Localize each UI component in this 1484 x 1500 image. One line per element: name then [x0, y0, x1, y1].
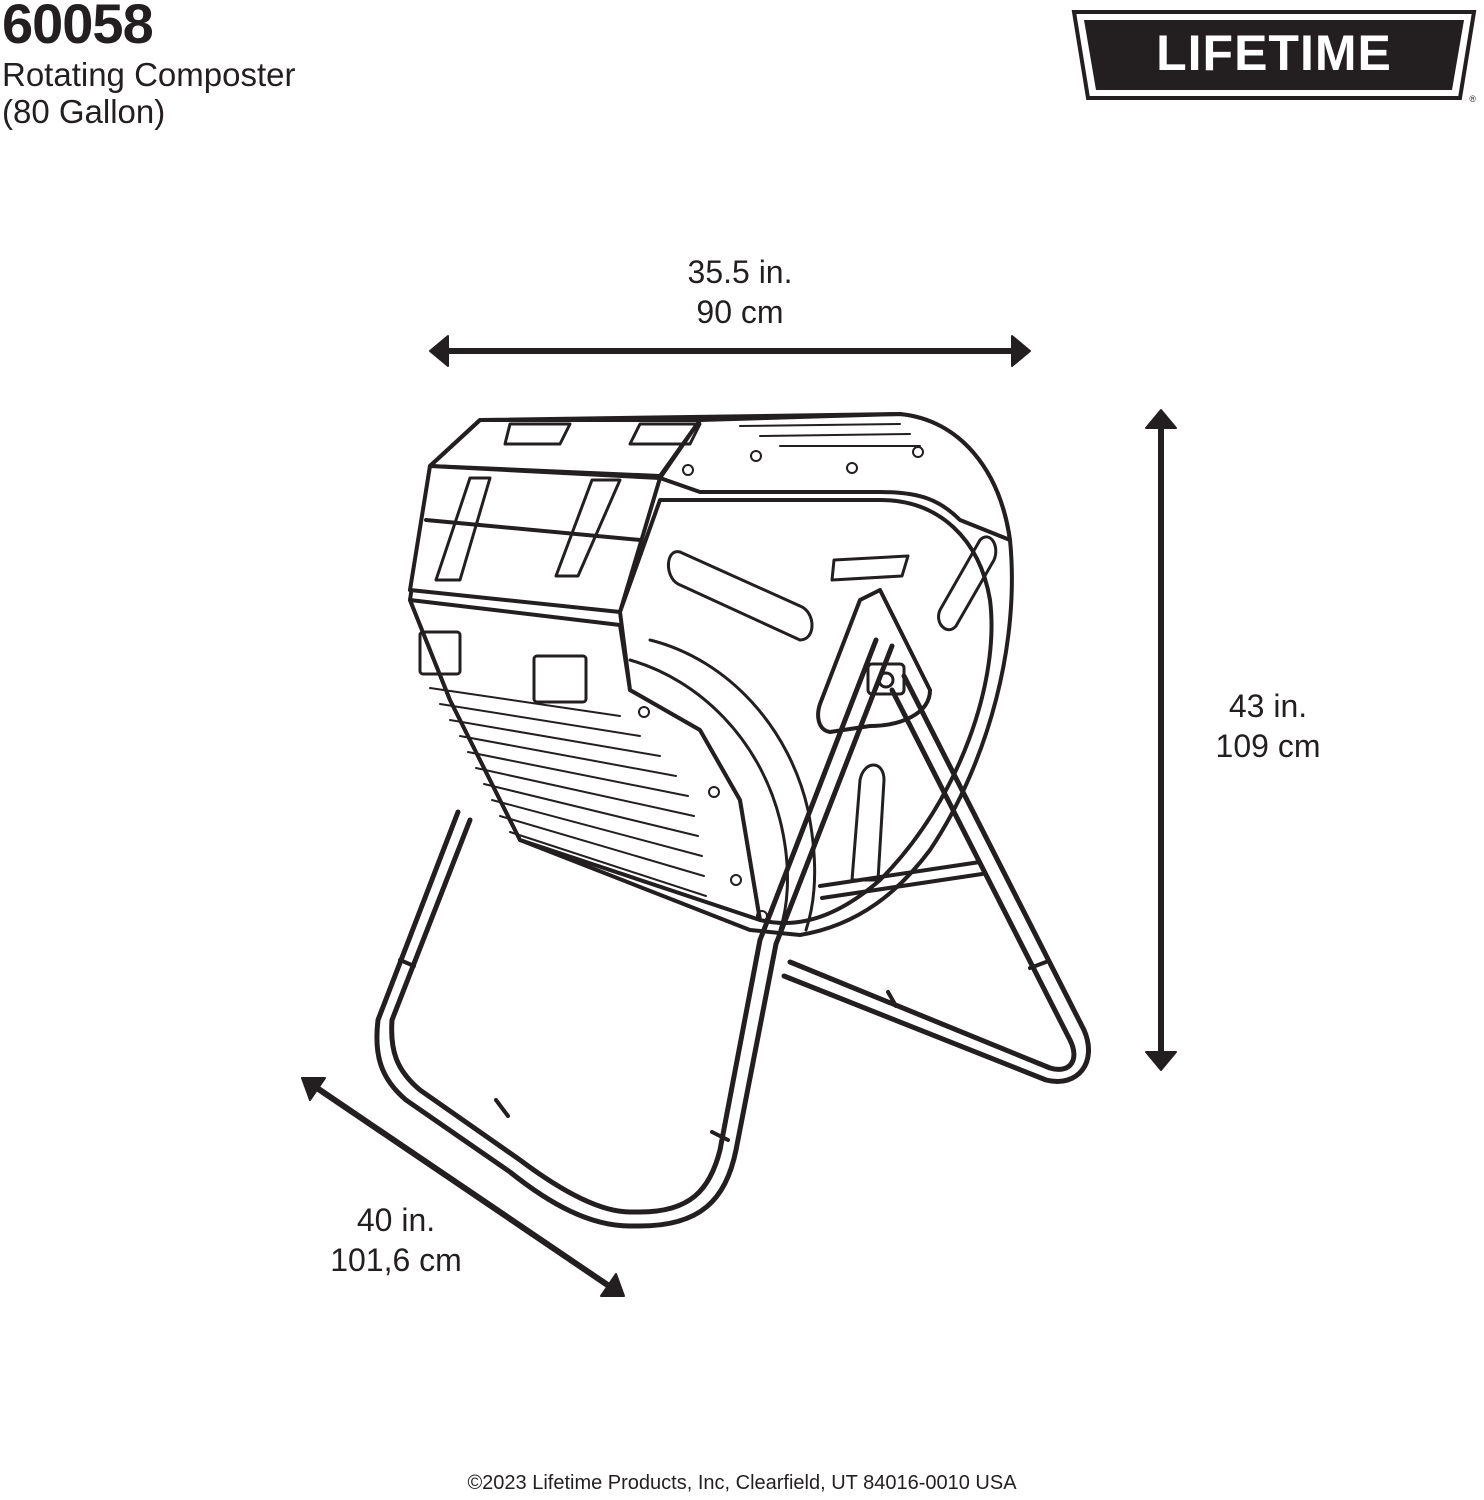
composter-body [408, 412, 1014, 937]
width-metric: 90 cm [696, 294, 784, 330]
model-number: 60058 [2, 0, 154, 55]
vent-ridges [429, 687, 707, 897]
width-dimension-label: 35.5 in. 90 cm [640, 252, 840, 332]
height-metric: 109 cm [1215, 728, 1321, 764]
logo-wordmark: LIFETIME [1156, 25, 1392, 81]
product-name-line2: (80 Gallon) [2, 93, 166, 130]
depth-metric: 101,6 cm [330, 1242, 462, 1278]
registered-mark: ® [1469, 94, 1476, 104]
product-name-line1: Rotating Composter [2, 56, 296, 93]
depth-imperial: 40 in. [356, 1202, 436, 1238]
width-dimension-arrow [429, 335, 1031, 367]
stand-frame [374, 637, 1091, 1229]
depth-dimension-label: 40 in. 101,6 cm [296, 1200, 496, 1280]
height-dimension-label: 43 in. 109 cm [1168, 686, 1368, 766]
product-name: Rotating Composter (80 Gallon) [2, 56, 295, 130]
brand-logo: LIFETIME ® [1071, 10, 1476, 104]
height-imperial: 43 in. [1228, 688, 1308, 724]
width-imperial: 35.5 in. [687, 254, 793, 290]
depth-dimension-arrow [301, 1077, 625, 1297]
height-dimension-arrow [1145, 409, 1177, 1071]
copyright-footer: ©2023 Lifetime Products, Inc, Clearfield… [467, 1472, 1017, 1494]
